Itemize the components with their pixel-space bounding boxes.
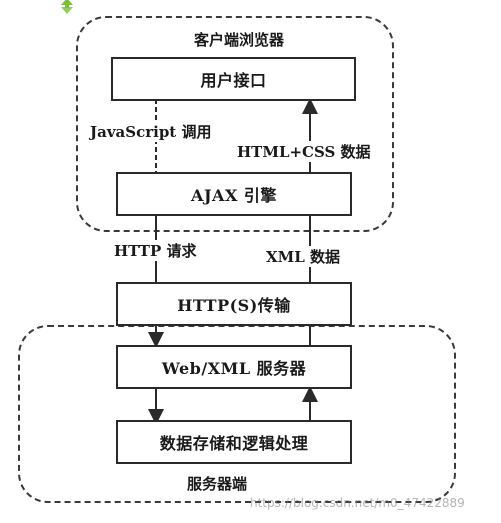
- javascript-call-label: JavaScript 调用: [88, 121, 214, 142]
- ajax-engine-label: AJAX 引擎: [191, 186, 277, 205]
- data-storage-label: 数据存储和逻辑处理: [159, 434, 309, 453]
- user-interface-label: 用户接口: [200, 71, 267, 90]
- client-browser-title: 客户端浏览器: [190, 29, 289, 50]
- server-side-title: 服务器端: [183, 473, 252, 494]
- xml-data-label: XML 数据: [264, 246, 343, 267]
- watermark-text: https://blog.csdn.net/m0_47422889: [250, 496, 465, 510]
- client-browser-group: [76, 16, 394, 232]
- data-storage-box: 数据存储和逻辑处理: [116, 420, 352, 464]
- server-side-group: [18, 325, 456, 503]
- user-interface-box: 用户接口: [111, 57, 356, 101]
- ajax-engine-box: AJAX 引擎: [116, 172, 352, 216]
- expand-arrows-icon: [61, 0, 73, 14]
- web-xml-server-label: Web/XML 服务器: [161, 359, 307, 378]
- web-xml-server-box: Web/XML 服务器: [116, 345, 352, 389]
- http-transport-label: HTTP(S)传输: [177, 296, 291, 315]
- http-request-label: HTTP 请求: [112, 240, 199, 261]
- html-css-data-label: HTML+CSS 数据: [235, 141, 373, 162]
- http-transport-box: HTTP(S)传输: [116, 282, 352, 326]
